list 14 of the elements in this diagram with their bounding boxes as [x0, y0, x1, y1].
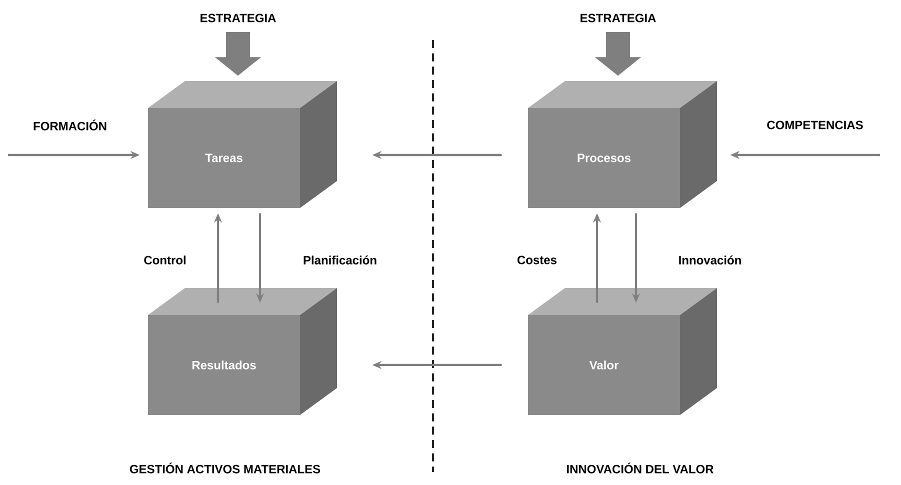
cube-box: Tareas: [148, 81, 337, 208]
section-label: INNOVACIÓN DEL VALOR: [567, 462, 714, 474]
edge-label: Costes: [518, 256, 557, 264]
edge-label: Planificación: [304, 256, 376, 264]
cube-box: Resultados: [148, 288, 337, 415]
edge-label: Innovación: [679, 256, 741, 264]
cube-box: Valor: [528, 288, 717, 415]
edge-label: COMPETENCIAS: [767, 120, 863, 130]
edge-label: Control: [144, 256, 186, 264]
cube-box: Procesos: [528, 81, 717, 208]
edge-label: ESTRATEGIA: [580, 14, 656, 22]
edge-label: ESTRATEGIA: [200, 14, 276, 22]
section-label: GESTIÓN ACTIVOS MATERIALES: [130, 462, 320, 474]
edge-label: FORMACIÓN: [34, 120, 106, 130]
